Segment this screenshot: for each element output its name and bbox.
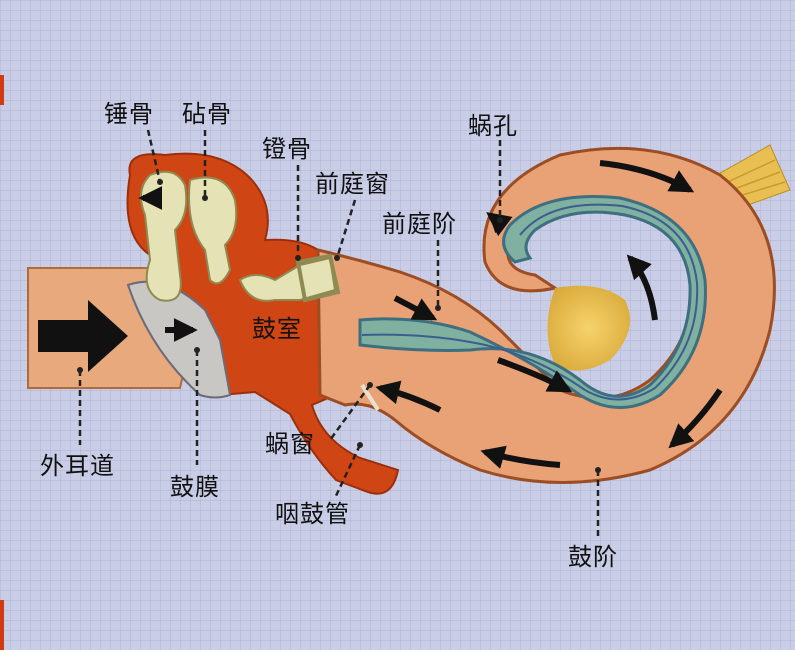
label-oval-window: 前庭窗 <box>315 170 390 198</box>
label-helicotrema: 蜗孔 <box>468 112 518 140</box>
leader-lines <box>78 129 600 540</box>
label-eardrum: 鼓膜 <box>170 473 220 501</box>
flow-arrows <box>138 160 723 469</box>
basilar-membrane-line <box>361 203 699 401</box>
sound-arrow-big <box>38 300 128 372</box>
label-tympanic-cavity: 鼓室 <box>252 315 302 343</box>
label-eustachian-tube: 咽鼓管 <box>275 500 350 528</box>
leader-dots <box>77 179 601 473</box>
label-malleus: 锤骨 <box>104 100 154 128</box>
label-ear-canal: 外耳道 <box>40 452 115 480</box>
label-stapes: 镫骨 <box>262 135 312 163</box>
label-scala-vestibuli: 前庭阶 <box>382 210 457 238</box>
edge-mark-top <box>0 75 4 105</box>
ossicles <box>140 170 341 303</box>
round-window-membrane <box>360 383 380 412</box>
cochlea-body <box>316 146 776 484</box>
spiral-ganglion <box>547 285 630 371</box>
label-incus: 砧骨 <box>182 100 232 128</box>
label-round-window: 蜗窗 <box>265 430 315 458</box>
edge-mark-bottom <box>0 600 4 650</box>
cochlear-duct <box>358 195 707 409</box>
label-scala-tympani: 鼓阶 <box>568 543 618 571</box>
